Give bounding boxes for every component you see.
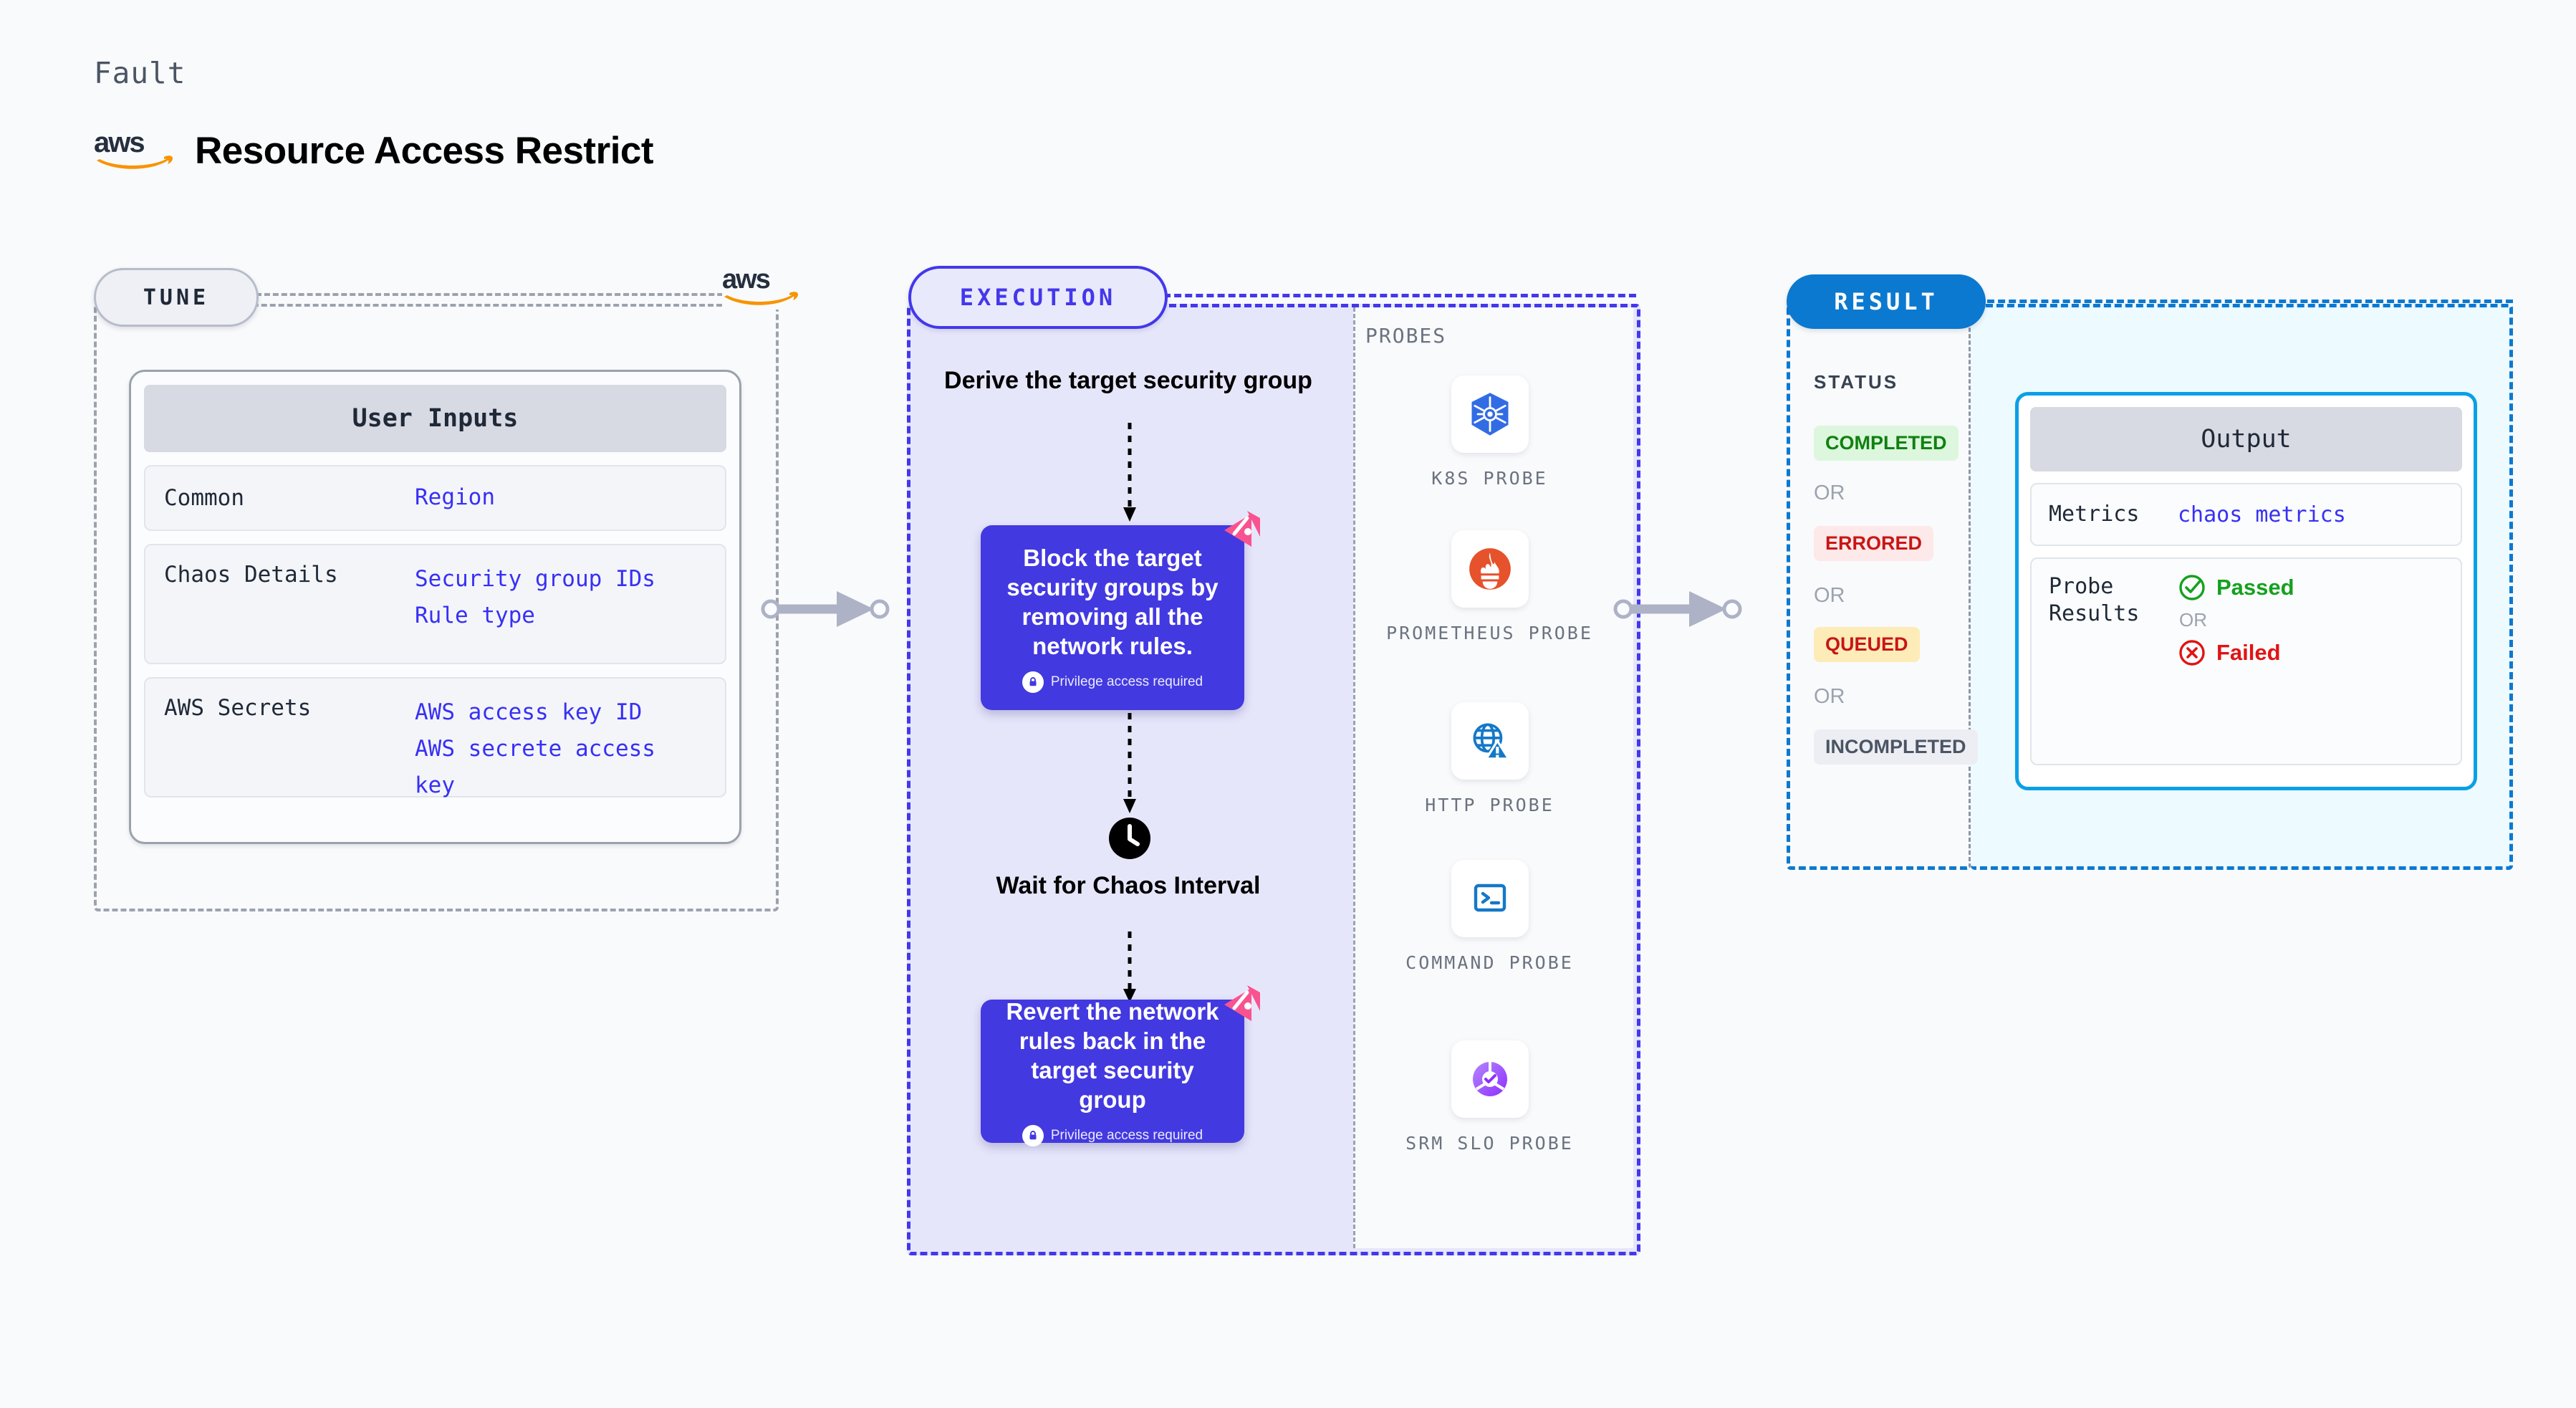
terminal-icon (1451, 860, 1529, 937)
privilege-note-label: Privilege access required (1050, 1127, 1203, 1143)
probe-label: COMMAND PROBE (1405, 952, 1574, 973)
execution-to-result-connector (1613, 591, 1742, 627)
fault-eyebrow-label: Fault (94, 56, 186, 90)
chaos-badge-icon (1224, 985, 1260, 1021)
output-card: Output Metrics chaos metrics Probe Resul… (2015, 392, 2477, 790)
tune-pill-label[interactable]: TUNE (94, 268, 259, 327)
prometheus-icon (1451, 530, 1529, 608)
output-value: chaos metrics (2178, 502, 2346, 527)
or-label: OR (1814, 685, 1845, 708)
user-inputs-card: User Inputs Common Region Chaos Details … (129, 370, 741, 844)
srm-slo-icon (1451, 1040, 1529, 1118)
probe-item[interactable]: SRM SLO PROBE (1350, 1040, 1630, 1156)
wait-step-label: Wait for Chaos Interval (996, 872, 1261, 899)
result-connector-dash (1987, 300, 2513, 303)
probe-label: PROMETHEUS PROBE (1386, 623, 1593, 643)
privilege-note: Privilege access required (1022, 1124, 1203, 1146)
user-input-value: Rule type (415, 603, 535, 629)
user-input-row: Chaos Details Security group IDs Rule ty… (144, 544, 726, 664)
privilege-note-label: Privilege access required (1050, 674, 1203, 689)
privilege-note: Privilege access required (1022, 671, 1203, 693)
user-input-value: AWS access key ID (415, 699, 643, 725)
derive-step-label: Derive the target security group (944, 367, 1312, 394)
lock-icon (1022, 1124, 1044, 1146)
x-circle-icon (2179, 640, 2205, 666)
status-badge: COMPLETED (1814, 426, 1959, 461)
probe-item[interactable]: K8S PROBE (1350, 375, 1630, 491)
probe-label: K8S PROBE (1431, 468, 1548, 489)
probe-item[interactable]: COMMAND PROBE (1350, 860, 1630, 975)
flow-arrow-down (1123, 713, 1136, 813)
user-inputs-title: User Inputs (144, 385, 726, 452)
probe-result-failed: Failed (2178, 638, 2443, 667)
user-input-key: Chaos Details (164, 562, 338, 588)
lock-icon (1022, 671, 1044, 693)
aws-logo-icon: aws (94, 128, 173, 169)
svg-text:aws: aws (722, 265, 770, 294)
probe-item[interactable]: PROMETHEUS PROBE (1350, 530, 1630, 646)
output-key: Probe Results (2049, 574, 2140, 627)
kubernetes-icon (1451, 375, 1529, 453)
user-input-row: Common Region (144, 465, 726, 531)
status-badge: ERRORED (1814, 526, 1934, 561)
flow-arrow-down (1123, 932, 1136, 1002)
execution-pill-label[interactable]: EXECUTION (908, 266, 1168, 329)
status-badge: QUEUED (1814, 627, 1920, 662)
output-row-probe-results: Probe Results Passed OR Failed (2030, 557, 2462, 765)
status-title: STATUS (1814, 371, 1899, 393)
status-badge: INCOMPLETED (1814, 729, 1978, 765)
execution-step-revert[interactable]: Revert the network rules back in the tar… (981, 985, 1260, 1146)
tune-connector-dash (256, 293, 757, 296)
user-input-row: AWS Secrets AWS access key ID AWS secret… (144, 677, 726, 798)
probes-title: PROBES (1365, 324, 1447, 348)
tune-to-execution-connector (761, 591, 890, 627)
execution-connector-dash (1163, 294, 1636, 297)
probe-label: SRM SLO PROBE (1405, 1133, 1574, 1154)
http-globe-warning-icon (1451, 702, 1529, 780)
probe-result-passed: Passed (2178, 573, 2443, 602)
user-input-key: AWS Secrets (164, 695, 312, 721)
svg-text:aws: aws (94, 128, 144, 158)
probe-item[interactable]: HTTP PROBE (1350, 702, 1630, 818)
page-title: Resource Access Restrict (195, 130, 654, 172)
aws-logo-icon: aws (722, 265, 799, 310)
execution-step-block[interactable]: Block the target security groups by remo… (981, 511, 1260, 710)
probe-result-label: Failed (2216, 640, 2281, 665)
or-label: OR (2179, 609, 2207, 631)
execution-step-text: Block the target security groups by remo… (1006, 544, 1219, 660)
user-input-key: Common (164, 484, 244, 511)
user-input-value: Security group IDs (415, 566, 655, 592)
check-circle-icon (2179, 575, 2205, 600)
execution-step-text: Revert the network rules back in the tar… (1006, 997, 1219, 1114)
output-row-metrics: Metrics chaos metrics (2030, 483, 2462, 546)
flow-arrow-down (1123, 423, 1136, 522)
probe-result-label: Passed (2216, 575, 2294, 600)
chaos-badge-icon (1224, 511, 1260, 547)
or-label: OR (1814, 584, 1845, 607)
or-label: OR (1814, 482, 1845, 504)
user-input-value: AWS secrete access key (415, 736, 655, 799)
result-pill-label[interactable]: RESULT (1787, 274, 1986, 329)
probe-label: HTTP PROBE (1425, 795, 1554, 815)
output-title: Output (2030, 407, 2462, 471)
clock-icon (1109, 818, 1150, 859)
user-input-value: Region (415, 484, 495, 511)
output-key: Metrics (2049, 501, 2140, 527)
